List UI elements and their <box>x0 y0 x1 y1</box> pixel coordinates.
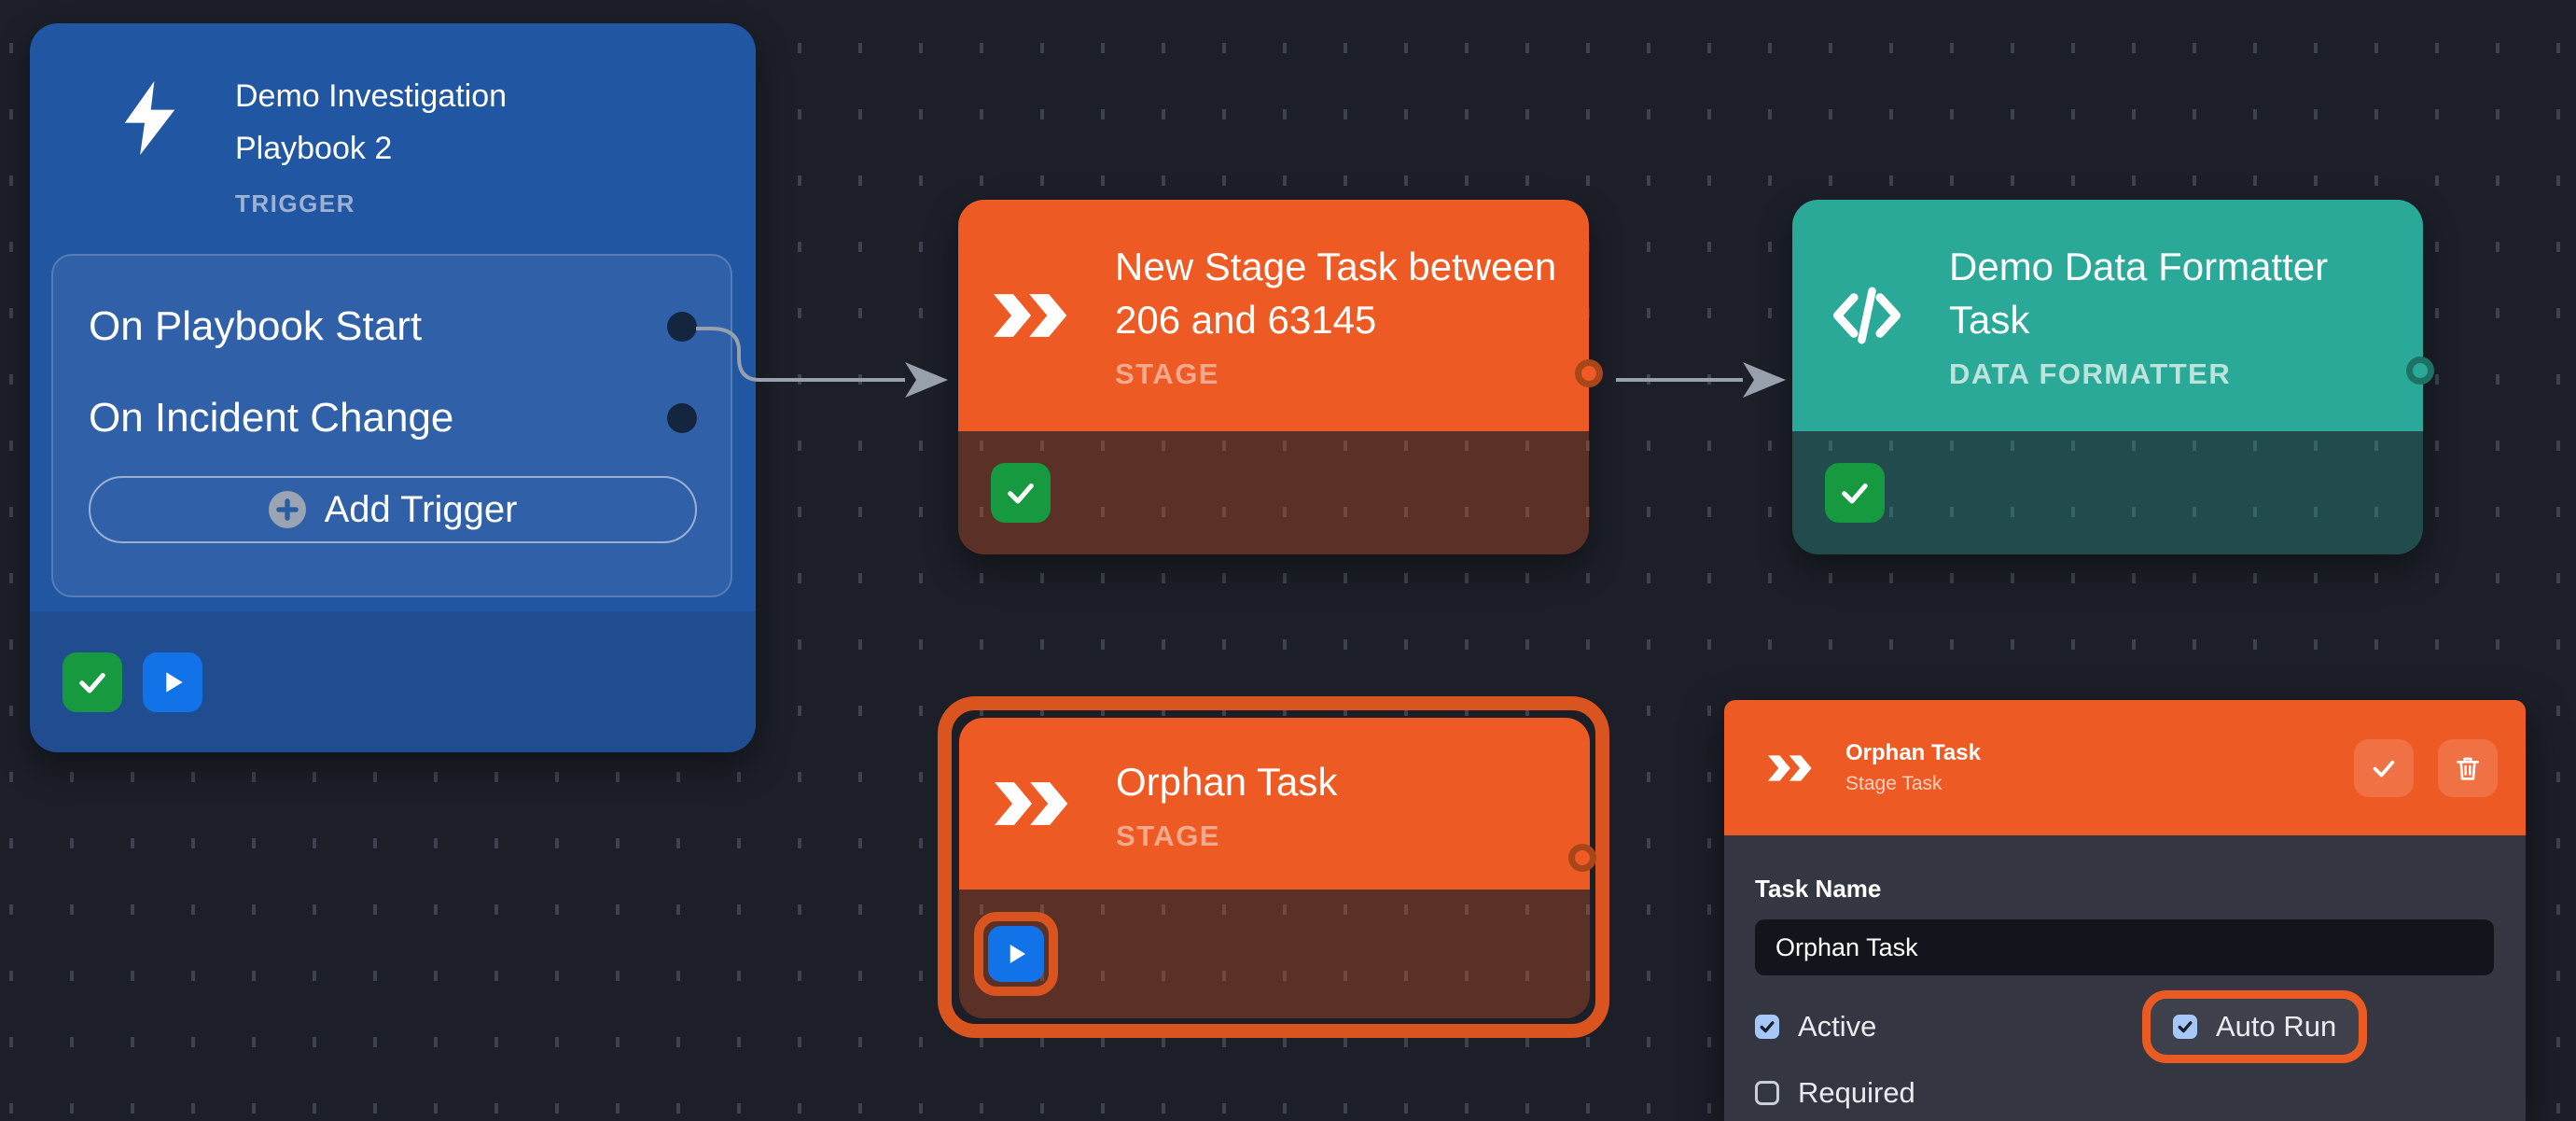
auto-run-checkbox-label: Auto Run <box>2216 1010 2337 1043</box>
inspector-title: Orphan Task <box>1845 740 1981 765</box>
stage-chevrons-icon <box>994 294 1072 337</box>
stage-task-footer <box>958 431 1589 554</box>
add-trigger-label: Add Trigger <box>324 488 518 530</box>
inspector-body: Task Name Active <box>1724 835 2526 1110</box>
trigger-node-header: Demo Investigation Playbook 2 TRIGGER <box>30 23 756 254</box>
check-icon <box>79 672 105 694</box>
data-formatter-footer <box>1792 431 2423 554</box>
required-checkbox[interactable] <box>1755 1081 1779 1105</box>
lightning-bolt-icon <box>116 79 184 254</box>
orphan-task-type-label: STAGE <box>1116 819 1220 852</box>
check-icon <box>2373 760 2395 777</box>
trigger-node-title: Demo Investigation Playbook 2 <box>235 78 508 166</box>
data-formatter-title: Demo Data Formatter Task <box>1949 245 2329 342</box>
arrowhead-icon <box>1743 362 1786 398</box>
task-inspector-panel: Orphan Task Stage Task Task Name <box>1724 700 2526 1121</box>
trigger-row-on-playbook-start[interactable]: On Playbook Start <box>89 301 697 353</box>
data-formatter-header: Demo Data Formatter Task DATA FORMATTER <box>1792 200 2423 431</box>
check-icon <box>1760 1021 1775 1033</box>
stage-task-title: New Stage Task between 206 and 63145 <box>1115 245 1557 342</box>
trigger-output-port[interactable] <box>667 312 697 342</box>
required-checkbox-label: Required <box>1798 1076 1915 1109</box>
auto-run-checkbox[interactable] <box>2173 1015 2197 1039</box>
orphan-task-node[interactable]: Orphan Task STAGE <box>959 718 1590 1018</box>
orphan-task-header: Orphan Task STAGE <box>959 718 1590 890</box>
validate-button[interactable] <box>991 463 1051 523</box>
orphan-task-title: Orphan Task <box>1116 759 1338 804</box>
play-icon <box>166 671 183 693</box>
trigger-row-label: On Incident Change <box>89 395 454 441</box>
trash-icon <box>2457 757 2479 780</box>
check-icon <box>1008 483 1034 504</box>
code-icon <box>1828 276 1906 355</box>
auto-run-highlight-ring: Auto Run <box>2142 990 2368 1063</box>
inspector-header: Orphan Task Stage Task <box>1724 700 2526 835</box>
check-icon <box>1842 483 1868 504</box>
run-button-highlight-ring <box>974 912 1058 996</box>
selection-highlight-ring: Orphan Task STAGE <box>938 696 1609 1038</box>
task-name-label: Task Name <box>1755 875 1882 903</box>
stage-task-node[interactable]: New Stage Task between 206 and 63145 STA… <box>958 200 1589 554</box>
check-icon <box>2178 1021 2193 1033</box>
data-formatter-node[interactable]: Demo Data Formatter Task DATA FORMATTER <box>1792 200 2423 554</box>
play-icon <box>1010 945 1025 963</box>
active-checkbox-label: Active <box>1798 1010 1877 1043</box>
stage-task-header: New Stage Task between 206 and 63145 STA… <box>958 200 1589 431</box>
trigger-list-panel: On Playbook Start On Incident Change Add… <box>51 254 732 597</box>
arrowhead-icon <box>905 362 948 398</box>
stage-task-output-port[interactable] <box>1575 359 1603 387</box>
task-name-input[interactable] <box>1755 919 2494 975</box>
run-button[interactable] <box>988 926 1044 982</box>
trigger-node-type-label: TRIGGER <box>235 189 355 217</box>
plus-icon <box>268 491 306 528</box>
inspector-subtitle: Stage Task <box>1845 773 1942 794</box>
data-formatter-type-label: DATA FORMATTER <box>1949 357 2232 390</box>
orphan-task-footer <box>959 890 1590 1018</box>
active-checkbox[interactable] <box>1755 1015 1779 1039</box>
auto-run-checkbox-row[interactable]: Auto Run <box>2173 1010 2336 1044</box>
trigger-node[interactable]: Demo Investigation Playbook 2 TRIGGER On… <box>30 23 756 752</box>
confirm-button[interactable] <box>2354 738 2414 797</box>
delete-button[interactable] <box>2438 738 2498 797</box>
validate-button[interactable] <box>1825 463 1885 523</box>
add-trigger-button[interactable]: Add Trigger <box>89 476 697 543</box>
required-checkbox-row[interactable]: Required <box>1755 1076 1915 1110</box>
trigger-row-label: On Playbook Start <box>89 303 423 349</box>
trigger-node-footer <box>30 611 756 752</box>
trigger-row-on-incident-change[interactable]: On Incident Change <box>89 392 697 444</box>
trigger-output-port[interactable] <box>667 403 697 433</box>
stage-chevrons-icon <box>1768 754 1815 781</box>
data-formatter-output-port[interactable] <box>2406 357 2434 385</box>
orphan-task-output-port[interactable] <box>1568 844 1596 872</box>
stage-task-type-label: STAGE <box>1115 357 1219 390</box>
run-button[interactable] <box>143 652 202 712</box>
stage-chevrons-icon <box>995 782 1073 825</box>
active-checkbox-row[interactable]: Active <box>1755 1010 1876 1044</box>
validate-button[interactable] <box>63 652 122 712</box>
